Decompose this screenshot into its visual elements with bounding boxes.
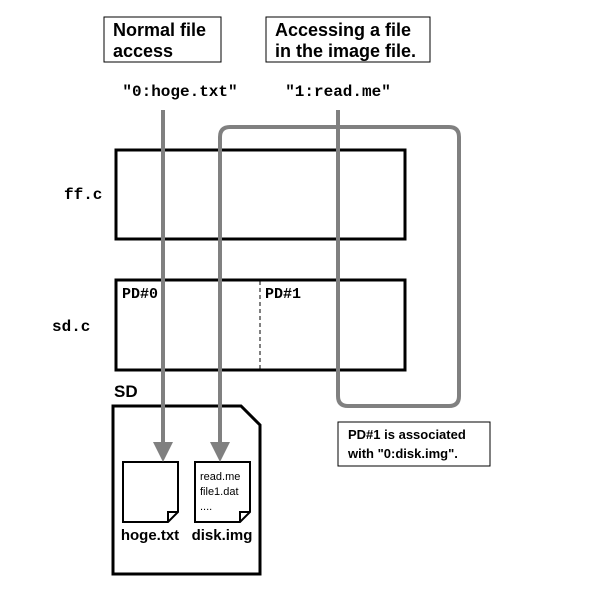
normal-access-label-line1: Normal file [113,20,206,40]
normal-path-label: "0:hoge.txt" [122,83,237,101]
pd0-label: PD#0 [122,286,158,303]
pd1-label: PD#1 [265,286,301,303]
association-note-box [337,421,491,467]
association-note-line1: PD#1 is associated [348,427,466,442]
normal-access-box [103,16,222,63]
image-path-label: "1:read.me" [285,83,391,101]
disk-img-content-line2: file1.dat [200,486,239,498]
disk-img-label: disk.img [192,527,253,544]
image-access-loop-arrow [210,110,461,462]
disk-img-file-fold [239,511,250,522]
image-access-label-line1: Accessing a file [275,20,411,40]
hoge-txt-label: hoge.txt [121,527,179,544]
image-access-label-line2: in the image file. [275,41,416,61]
image-access-box [265,16,431,63]
association-note-line2: with "0:disk.img". [347,446,458,461]
ff-module-box [114,148,407,241]
disk-img-content-line1: read.me [200,471,240,483]
sd-module-label: sd.c [52,318,90,336]
normal-access-label-line2: access [113,41,173,61]
disk-img-file-icon [194,461,251,523]
ff-module-label: ff.c [64,186,102,204]
hoge-txt-file-icon [122,461,179,523]
disk-img-content-line3: .... [200,501,212,513]
hoge-txt-file-fold [167,511,178,522]
sd-card-label: SD [114,382,138,401]
